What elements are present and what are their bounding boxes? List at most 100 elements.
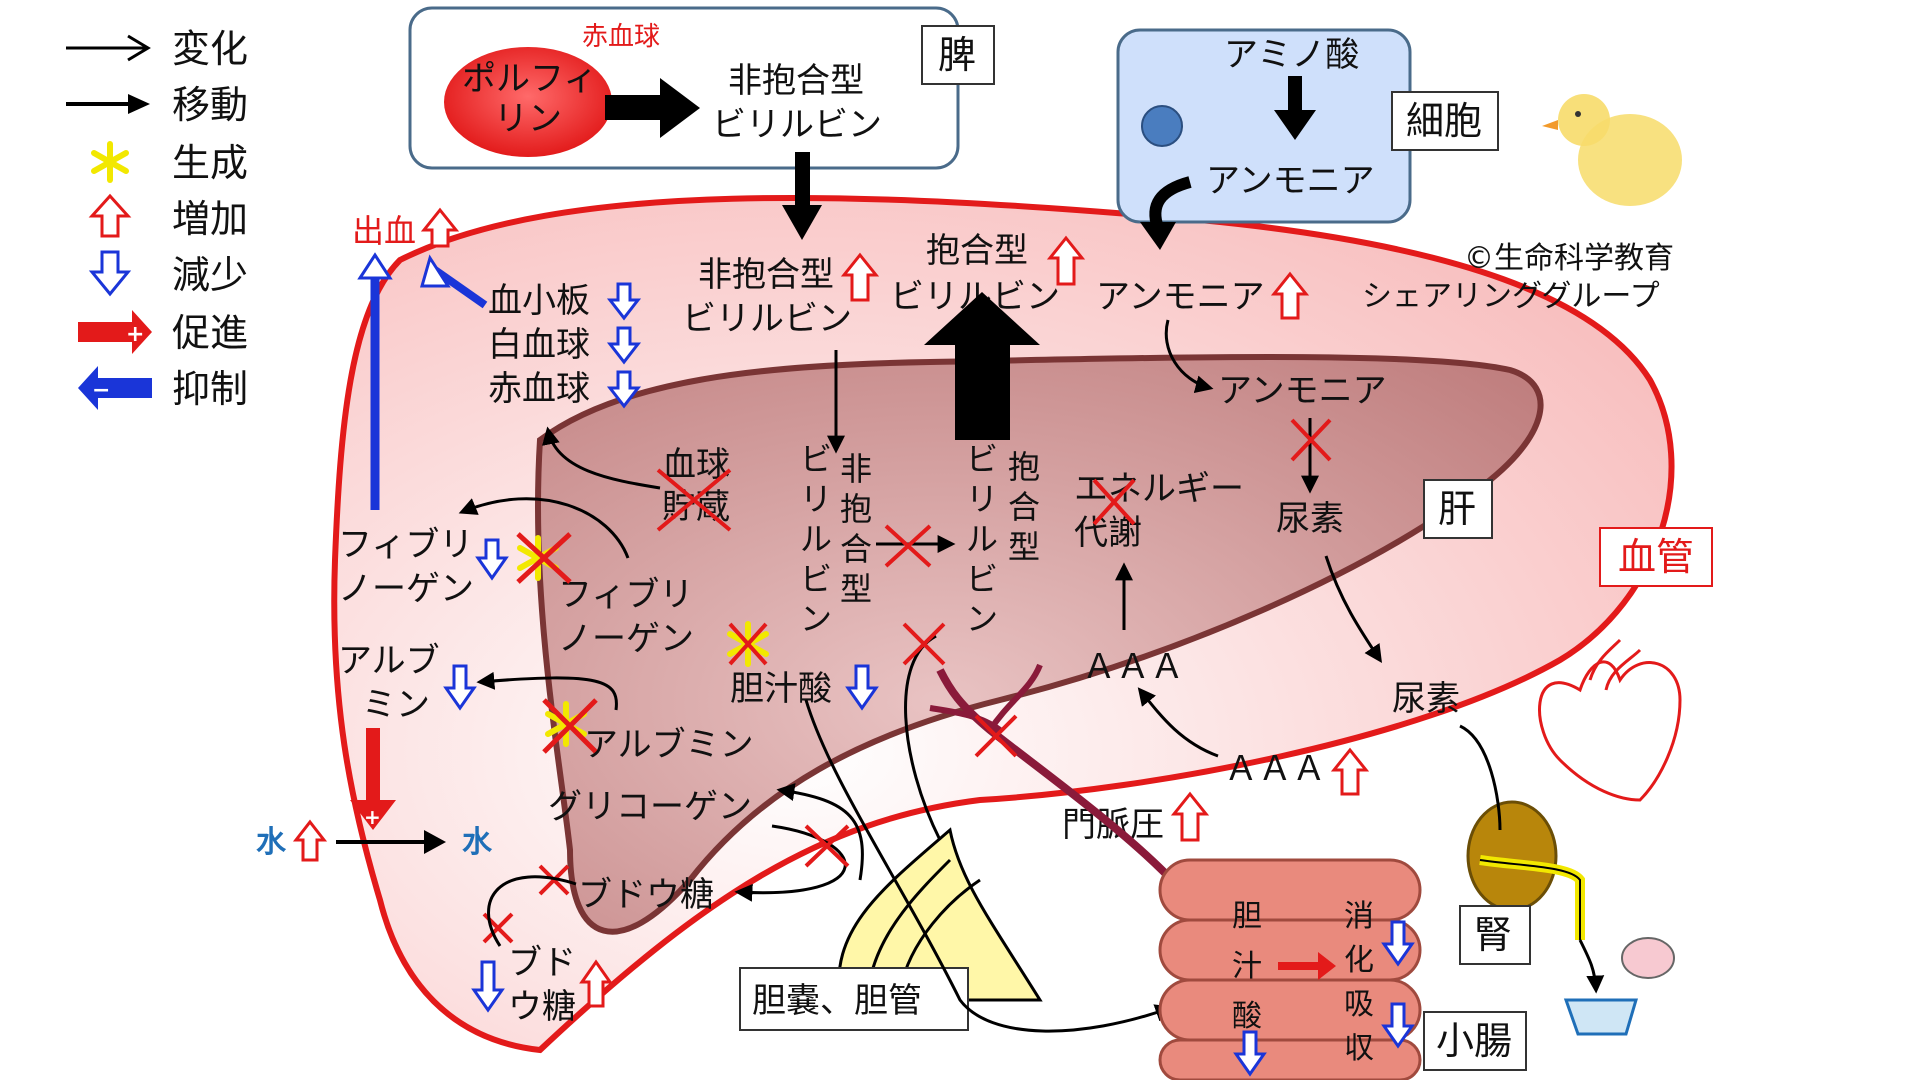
vertical-char: ン [800,600,832,638]
red-blood-cell-icon [444,47,612,157]
vertical-char: 消 [1344,899,1374,934]
kidney-label-box [1459,905,1531,965]
porphyrin-line2: リン [494,99,562,139]
blood-conj-increase-icon [1046,235,1086,286]
glycogen-to-glucose-arrow [734,824,847,902]
svg-text:−: − [92,378,110,403]
liver-fibrinogen-line1: フィブリ [558,575,693,615]
blood-fibrinogen-decrease-icon [475,538,509,581]
heart-icon [1538,638,1682,802]
legend-decrease-label: 減少 [172,253,248,297]
liver-label: 肝 [1438,487,1476,531]
bile-duct-cross-icon [902,622,946,666]
blood-unconj-increase-icon [840,252,880,302]
cell-label: 細胞 [1406,99,1482,143]
intestine-label: 小腸 [1436,1019,1512,1063]
kidney-label: 腎 [1474,913,1512,957]
ammonia-to-liver-arrow [1164,319,1214,393]
svg-text:+: + [126,322,144,347]
blood-aaa-label: ＡＡＡ [1224,749,1326,789]
bile-acid-label: 胆汁酸 [730,669,832,709]
vertical-char: 酸 [1232,999,1262,1034]
copyright-line2: シェアリンググループ [1362,279,1660,314]
storage-to-bloodcells-arrow [542,426,661,490]
bile-promote-digestion-arrow [1278,952,1336,980]
liver-label-box [1423,479,1493,539]
spleen-unconj-line1: 非抱合型 [728,61,864,101]
vessel-label-box [1599,527,1713,587]
platelet-bleeding-arrow [432,266,488,309]
vertical-char: 収 [1344,1031,1374,1066]
albumin-promote-arrow [350,728,396,830]
blood-urea-label: 尿素 [1392,679,1460,719]
svg-text:+: + [364,805,381,829]
bile-to-intestine-arrow [804,699,1174,1033]
vertical-char: 合 [840,530,872,568]
blood-glucose-decrease-icon [471,960,505,1013]
intestine-bile-acid-column: 胆汁酸 [1232,899,1262,1034]
suppress-arrow-icon [78,366,152,410]
vertical-char: ビ [966,440,998,478]
cell-label-box [1391,91,1499,151]
urea-to-kidney-line [1459,724,1502,831]
fibrinogen-cross-icon [516,532,572,584]
porphyrin-to-bilirubin-arrow [605,78,700,138]
urea-cycle-cross-icon [1290,418,1332,462]
portal-cross-icon [974,714,1018,758]
liver-ammonia-label: アンモニア [1218,371,1387,411]
vertical-char: 抱 [840,490,872,528]
vertical-char: 汁 [1232,949,1262,984]
increase-arrow-icon [88,193,132,238]
porphyrin-line1: ポルフィ [462,59,597,99]
legend-change-label: 変化 [172,27,248,71]
aaa-into-liver-arrow [1137,687,1219,758]
vertical-char: 吸 [1344,987,1374,1022]
energy-cross-icon [1092,478,1136,526]
legend: 変化 移動 生成 増加 減少 + 促進 − 抑制 [66,27,248,411]
legend-suppress-label: 抑制 [172,367,248,411]
toilet-icon [1563,937,1675,1036]
digestion-decrease-icon [1381,920,1415,967]
gallbladder-label-box [739,967,969,1031]
vertical-char: 化 [1344,943,1374,978]
glycogen-label: グリコーゲン [548,787,752,827]
conj-bilirubin-outflow-arrow [924,292,1040,440]
blood-glucose-increase-icon [579,959,613,1008]
spleen-unconj-line2: ビリルビン [712,105,882,145]
conjugation-cross-icon [884,524,932,568]
spleen-rbc-label: 赤血球 [582,22,660,52]
blood-aaa-increase-icon [1330,747,1370,796]
decrease-arrow-icon [88,250,132,297]
urea-outflow-arrow [1324,555,1382,663]
liver-aaa-label: ＡＡＡ [1082,647,1184,687]
albumin-cross-icon [542,698,598,754]
wbc-label: 白血球 [488,325,590,365]
intestine-label-box [1423,1011,1527,1071]
blood-storage-cross-icon [656,468,732,532]
blood-albumin-line1: アルブ [338,641,440,681]
bile-acid-decrease-icon [845,664,879,711]
blood-unconj-line2: ビリルビン [682,299,852,339]
legend-generate-label: 生成 [172,141,248,185]
blood-ammonia-increase-icon [1270,271,1310,320]
fibrinogen-outflow-arrow [458,497,630,559]
blood-fibrinogen-line2: ノーゲン [338,569,474,609]
blood-ammonia-label: アンモニア [1096,277,1265,317]
vertical-char: 抱 [1008,448,1040,486]
portal-vein-icon [936,668,1194,903]
blood-glucose-line2: ウ糖 [508,987,576,1027]
vertical-char: 合 [1008,488,1040,526]
cell-ammonia-outflow-arrow [1149,176,1192,230]
water-increase-icon [292,819,328,862]
kidney-to-toilet-arrow [1578,939,1605,994]
vertical-char: ビ [800,560,832,598]
blood-glucose-line1: ブド [508,943,576,983]
spleen-bilirubin-outflow-arrow [782,152,822,240]
blood-conj-line1: 抱合型 [926,231,1028,271]
promote-arrow-icon [78,310,152,354]
water-right-label: 水 [462,825,493,860]
absorption-decrease-icon [1381,1002,1415,1049]
vertical-char: 型 [1008,528,1040,566]
